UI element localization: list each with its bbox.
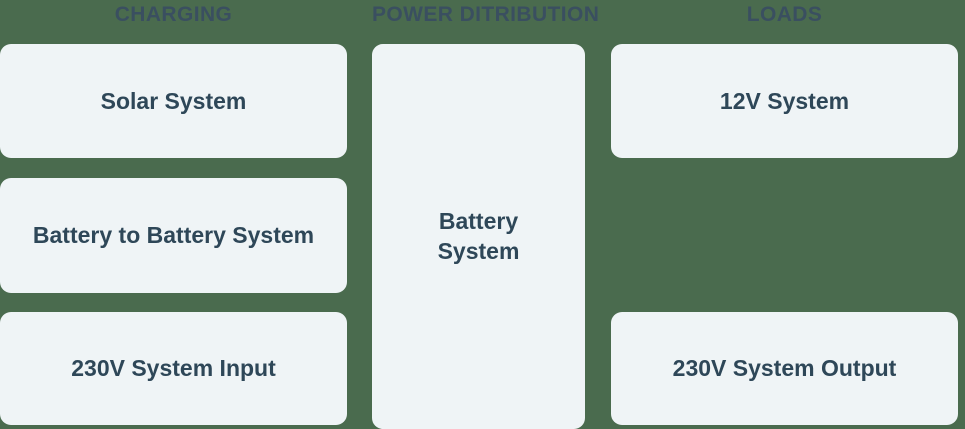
card-230v-system-output[interactable]: 230V System Output bbox=[611, 312, 958, 425]
column-header-power-distribution: POWER DITRIBUTION bbox=[372, 3, 600, 26]
card-battery-system[interactable]: Battery System bbox=[372, 44, 585, 429]
card-battery-to-battery-system[interactable]: Battery to Battery System bbox=[0, 178, 347, 293]
card-label-battery-to-battery-system: Battery to Battery System bbox=[32, 222, 315, 249]
card-label-230v-system-input: 230V System Input bbox=[71, 355, 276, 382]
card-label-battery-system: Battery System bbox=[437, 208, 520, 264]
card-label-230v-system-output: 230V System Output bbox=[672, 355, 897, 382]
card-12v-system[interactable]: 12V System bbox=[611, 44, 958, 158]
card-label-12v-system: 12V System bbox=[719, 87, 850, 114]
card-label-solar-system: Solar System bbox=[100, 87, 247, 114]
card-solar-system[interactable]: Solar System bbox=[0, 44, 347, 158]
column-header-charging: CHARGING bbox=[114, 3, 233, 26]
column-header-loads: LOADS bbox=[746, 3, 823, 26]
card-230v-system-input[interactable]: 230V System Input bbox=[0, 312, 347, 425]
